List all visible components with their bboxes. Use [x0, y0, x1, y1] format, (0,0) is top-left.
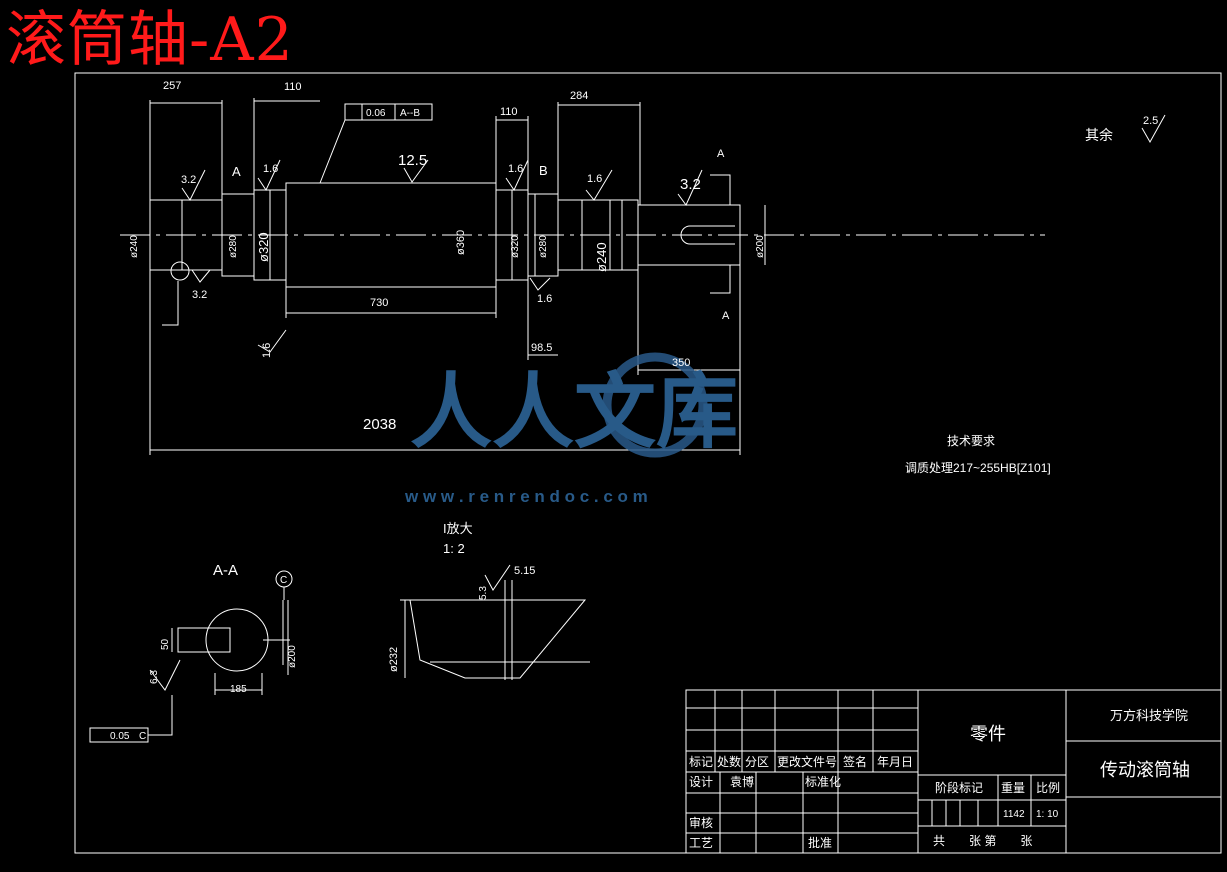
tech-req-line: 调质处理217~255HB[Z101] [905, 461, 1051, 475]
dim-730: 730 [370, 297, 388, 309]
rough-left-vert: 1.6 [261, 343, 273, 358]
dim-2038: 2038 [363, 416, 396, 433]
tb-standardize: 标准化 [805, 775, 841, 789]
tb-review: 审核 [689, 815, 713, 830]
tb-approve: 批准 [808, 835, 832, 850]
tb-header-0: 标记 [689, 755, 713, 769]
dim-110-b: 110 [500, 106, 518, 118]
dia-shoulder-b: ø320 [510, 235, 521, 258]
detail-view-scale: 1: 2 [443, 541, 465, 556]
tolerance-value: 0.06 [366, 108, 386, 119]
watermark-text: 人人文库 [410, 367, 738, 458]
rough-seat-b: 1.6 [508, 163, 523, 175]
detail-view-geometry [400, 564, 590, 680]
tb-scale: 1: 10 [1036, 809, 1059, 820]
section-tolerance-datum: C [139, 731, 146, 742]
section-diameter: ø200 [287, 645, 298, 668]
datum-b: B [539, 163, 548, 178]
tb-school: 万方科技学院 [1110, 708, 1188, 723]
tb-weight-label: 重量 [1001, 781, 1025, 795]
detail-dim-top: 5.15 [514, 565, 535, 577]
section-tolerance-value: 0.05 [110, 731, 130, 742]
section-label-bottom: A [722, 310, 730, 322]
dim-257: 257 [163, 80, 181, 92]
rough-left-bottom: 3.2 [192, 289, 207, 301]
dia-drum: ø360 [455, 230, 467, 255]
section-roughness: 6.3 [149, 670, 160, 684]
tb-header-3: 更改文件号 [777, 754, 837, 769]
tb-design: 设计 [689, 775, 713, 789]
rough-left-end: 3.2 [181, 174, 196, 186]
rough-seat-a: 1.6 [263, 163, 278, 175]
section-view-title: A-A [213, 562, 238, 579]
dim-350: 350 [672, 357, 690, 369]
drawing-title: 滚筒轴-A2 [6, 5, 294, 75]
detail-view-title: I放大 [443, 521, 473, 536]
drawing-border [74, 72, 1222, 854]
tb-drawing-name: 传动滚筒轴 [1100, 760, 1190, 780]
rough-center-bottom: 1.6 [537, 293, 552, 305]
tolerance-datum: A--B [400, 108, 420, 119]
watermark: 人人文库 w w w . r e n r e n d o c . c o m [404, 352, 738, 506]
tb-header-2: 分区 [745, 755, 769, 769]
rough-drum: 12.5 [398, 152, 427, 169]
detail-diameter: ø232 [388, 647, 400, 672]
tb-process: 工艺 [689, 836, 713, 850]
tb-header-5: 年月日 [877, 755, 913, 769]
tb-part-label: 零件 [970, 724, 1006, 744]
datum-c: C [280, 575, 287, 586]
roughness-symbols [181, 114, 1166, 353]
dim-98-5: 98.5 [531, 342, 552, 354]
datum-a: A [232, 164, 241, 179]
rough-others-value: 2.5 [1143, 115, 1158, 127]
section-view-geometry [89, 570, 293, 743]
dia-shoulder-a: ø320 [256, 232, 271, 262]
dim-110-a: 110 [284, 81, 302, 93]
dia-shaft-end: ø200 [755, 235, 766, 258]
section-label-top: A [717, 148, 725, 160]
tb-sheets: 共 张 第 张 [933, 834, 1032, 848]
section-depth: 185 [230, 684, 247, 695]
dia-left-end: ø240 [129, 235, 140, 258]
tb-designer: 袁博 [730, 774, 754, 789]
watermark-url: w w w . r e n r e n d o c . c o m [404, 487, 648, 506]
tech-req-title: 技术要求 [947, 434, 995, 448]
rough-others-label: 其余 [1085, 127, 1113, 143]
rough-shaft-end: 3.2 [680, 176, 701, 193]
tb-scale-label: 比例 [1036, 781, 1060, 795]
dia-step: ø240 [594, 242, 609, 272]
tb-weight: 1142 [1003, 809, 1025, 820]
dia-seat-b: ø280 [538, 235, 549, 258]
dim-284: 284 [570, 90, 588, 102]
title-block-grid [685, 689, 1222, 854]
detail-dim-small: 5.3 [478, 586, 489, 600]
dia-seat-a: ø280 [228, 235, 239, 258]
tb-stage-mark: 阶段标记 [935, 780, 983, 795]
rough-step: 1.6 [587, 173, 602, 185]
section-key-width: 50 [160, 638, 171, 650]
tb-header-4: 签名 [843, 754, 867, 769]
tb-header-1: 处数 [717, 754, 741, 769]
